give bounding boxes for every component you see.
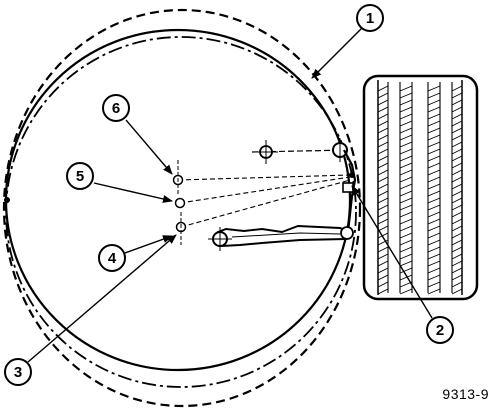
left-pivot-point (4, 197, 10, 203)
leader-lines (27, 27, 433, 363)
lower-control-arm (208, 224, 354, 251)
upper-control-arm (251, 138, 351, 164)
callout-2: 2 (426, 316, 454, 344)
instant-center-points (172, 160, 187, 245)
svg-text:2: 2 (436, 322, 444, 339)
callout-5: 5 (66, 162, 94, 190)
figure-code: 9313-9 (442, 386, 489, 402)
instant-center-lines (177, 174, 351, 228)
callout-3: 3 (4, 358, 32, 386)
dash-dot-arc (5, 36, 357, 388)
svg-text:4: 4 (108, 250, 117, 267)
svg-text:3: 3 (14, 364, 22, 381)
outer-dashed-arc (2, 8, 362, 408)
svg-text:6: 6 (112, 100, 120, 117)
svg-text:1: 1 (366, 10, 374, 27)
svg-text:5: 5 (76, 168, 84, 185)
callout-1: 1 (356, 4, 384, 32)
tire (362, 74, 479, 301)
callout-4: 4 (98, 244, 126, 272)
callout-6: 6 (102, 94, 130, 122)
